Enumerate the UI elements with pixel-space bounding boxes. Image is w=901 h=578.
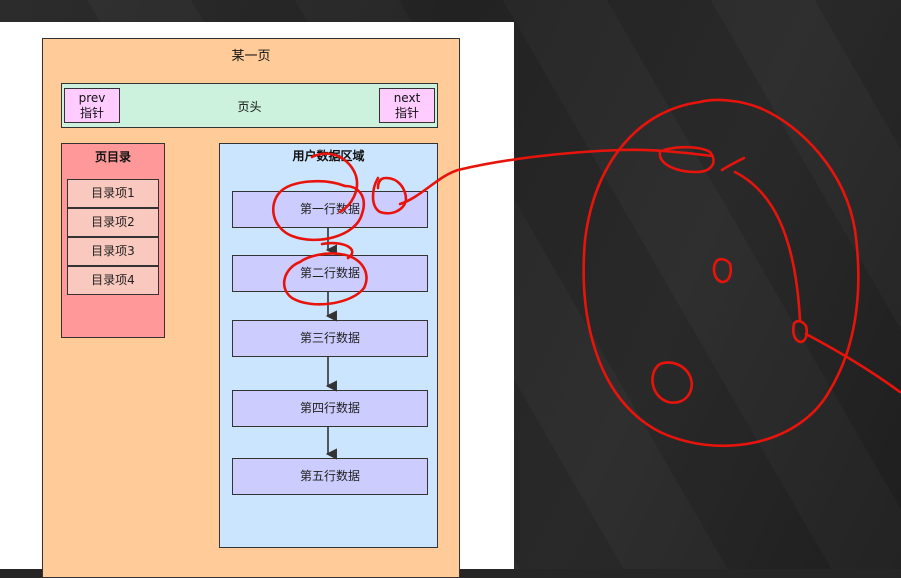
user-data-title: 用户数据区域	[292, 149, 365, 163]
annotation-big-circle	[582, 98, 860, 448]
prev-pointer-label: prev	[78, 91, 106, 105]
page-directory-title: 页目录	[94, 150, 131, 164]
directory-item: 目录项4	[67, 266, 159, 295]
red-annotations	[271, 98, 901, 448]
data-row: 第五行数据	[232, 458, 428, 495]
next-pointer-sublabel: 指针	[394, 106, 419, 120]
annotation-circle-row2	[282, 252, 368, 306]
annotation-small-loop	[651, 361, 693, 404]
annotation-small-loop	[658, 145, 715, 174]
page-title: 某一页	[231, 49, 271, 64]
directory-item: 目录项3	[67, 237, 159, 266]
annotation-small-loop	[712, 257, 733, 284]
prev-pointer-sublabel: 指针	[79, 106, 104, 120]
annotation-small-loop	[791, 319, 809, 344]
annotation-stroke	[720, 156, 746, 172]
user-data-area: 用户数据区域 第一行数据 第二行数据 第三行数据 第四行数据 第五行数据	[219, 143, 438, 548]
prev-pointer-box: prev 指针	[64, 88, 120, 123]
directory-item: 目录项2	[67, 208, 159, 237]
next-pointer-box: next 指针	[379, 88, 435, 123]
page-header-label: 页头	[237, 100, 262, 114]
annotation-stroke	[310, 152, 359, 214]
data-row: 第二行数据	[232, 255, 428, 292]
annotation-stroke	[804, 332, 901, 394]
data-row: 第一行数据	[232, 191, 428, 228]
annotation-link-line	[398, 148, 714, 206]
annotation-circle-row1	[271, 179, 366, 242]
annotation-small-loop	[371, 176, 408, 215]
next-pointer-label: next	[393, 91, 421, 105]
annotation-stroke	[733, 170, 802, 322]
page-directory: 页目录 目录项1 目录项2 目录项3 目录项4	[61, 143, 165, 338]
directory-item: 目录项1	[67, 179, 159, 208]
page-header: prev 指针 页头 next 指针	[61, 83, 438, 128]
